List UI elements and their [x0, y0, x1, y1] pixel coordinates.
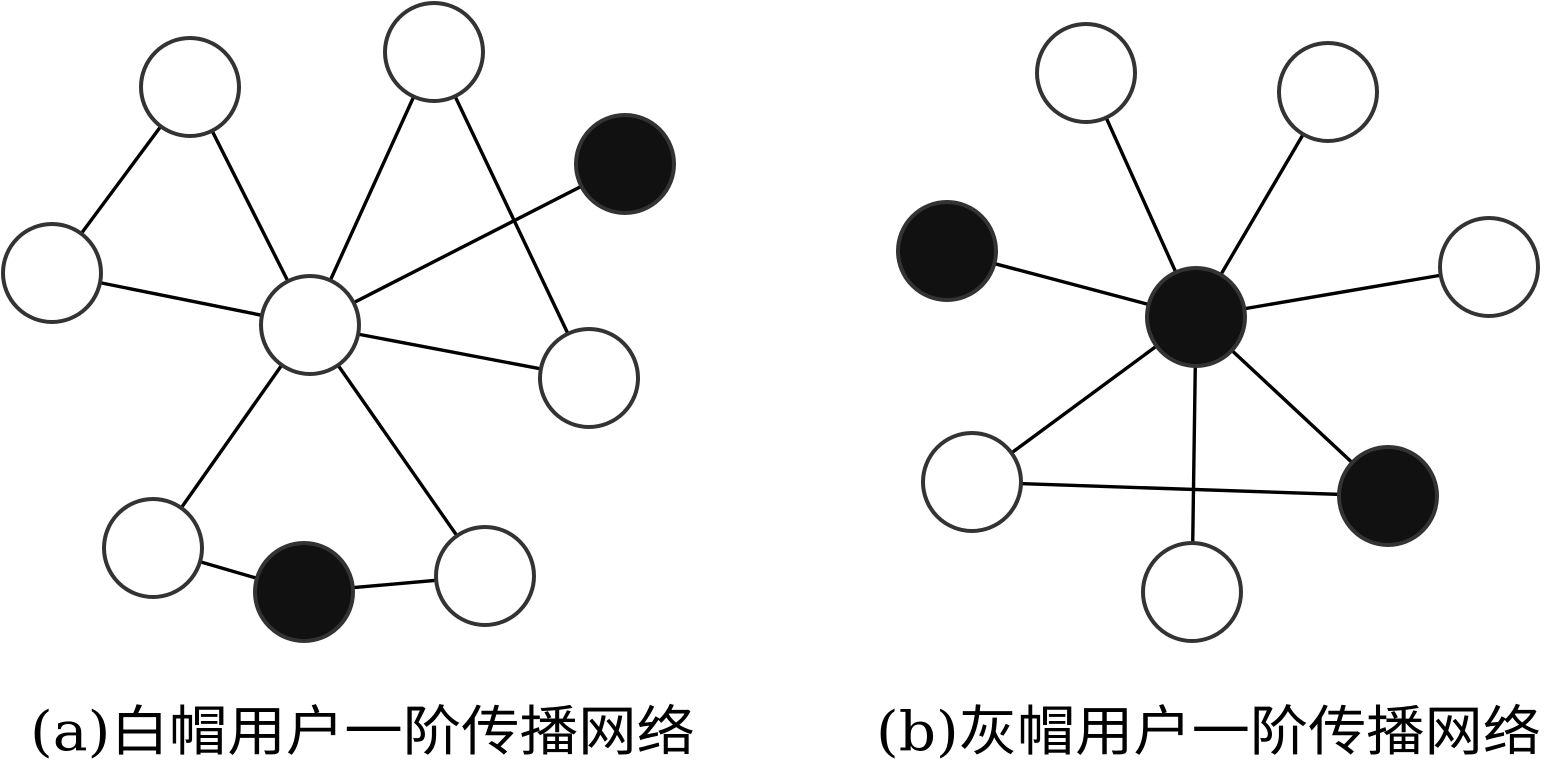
node-b-bottom-left-white — [921, 431, 1023, 533]
node-a-bottom-left-white — [102, 497, 204, 599]
node-a-bottom-right-white — [434, 525, 536, 627]
node-b-bottom-white — [1141, 541, 1243, 643]
panel-b-gray-hat-network: (b)灰帽用户一阶传播网络 — [876, 22, 1541, 763]
node-a-top-white — [383, 1, 485, 103]
edge-a-top-right-to-a-center — [309, 162, 626, 327]
node-b-top-left-white — [1035, 22, 1137, 124]
node-a-left-white — [1, 222, 103, 324]
node-a-top-right-black — [574, 113, 676, 215]
edge-a-top-to-a-right — [432, 51, 591, 379]
panel-b-nodes — [896, 22, 1540, 643]
node-b-center-black — [1145, 266, 1247, 368]
panel-a-white-hat-network: (a)白帽用户一阶传播网络 — [1, 1, 695, 763]
node-a-top-left-white — [139, 36, 241, 138]
node-a-center-white — [259, 274, 361, 376]
node-b-bottom-right-black — [1337, 445, 1439, 547]
panel-a-nodes — [1, 1, 676, 643]
node-a-bottom-middle-black — [253, 541, 355, 643]
node-a-right-white — [538, 327, 640, 429]
node-b-top-right-white — [1277, 41, 1379, 143]
panel-b-caption: (b)灰帽用户一阶传播网络 — [876, 700, 1541, 763]
node-b-right-white — [1438, 216, 1540, 318]
node-b-left-black — [896, 200, 998, 302]
panel-a-caption: (a)白帽用户一阶传播网络 — [30, 700, 695, 763]
edge-b-bottom-left-to-b-bottom-right — [971, 480, 1389, 498]
